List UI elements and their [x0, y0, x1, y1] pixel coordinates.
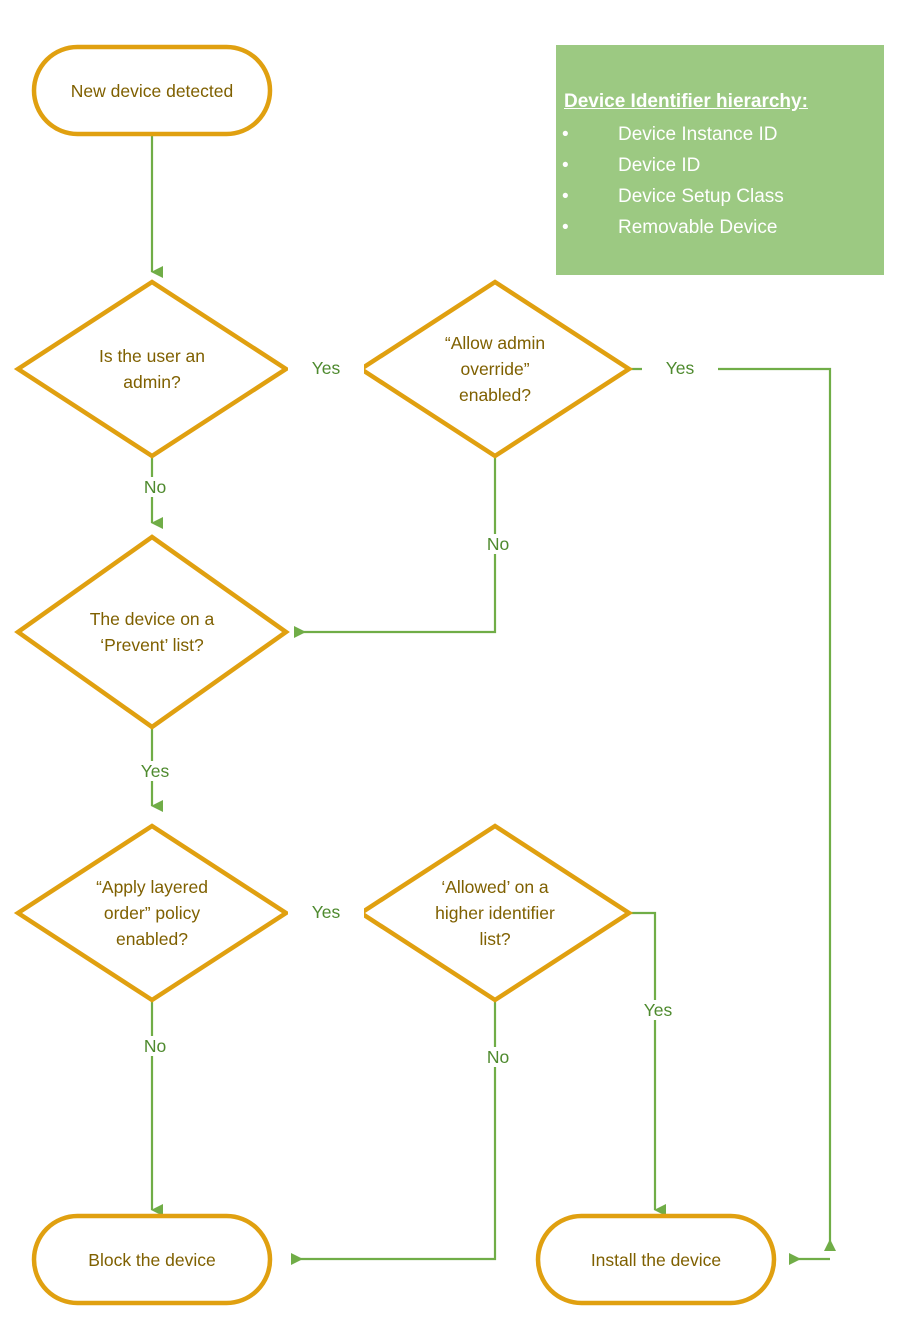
legend-item-label: Device ID [618, 155, 701, 176]
legend-item-label: Removable Device [618, 217, 778, 238]
edge-label-higher-no: No [465, 1047, 531, 1067]
edge-label-layered-yes: Yes [288, 902, 364, 922]
edge-label-layered-no: No [122, 1036, 188, 1056]
bullet-icon: • [562, 124, 569, 145]
legend-title: Device Identifier hierarchy: [564, 91, 808, 112]
edge-higher-no [291, 1000, 497, 1265]
legend-item-label: Device Instance ID [618, 124, 778, 145]
shape-layer [13, 44, 777, 1306]
edge-label-higher-yes: Yes [625, 1000, 691, 1020]
legend-list-item: • Removable Device [556, 212, 884, 243]
device-identifier-hierarchy-legend: Device Identifier hierarchy: • Device In… [556, 45, 884, 275]
edge-override-no [294, 456, 497, 638]
node-block-shape[interactable] [31, 1213, 273, 1306]
legend-list: • Device Instance ID • Device ID • Devic… [556, 119, 884, 243]
legend-list-item: • Device Instance ID [556, 119, 884, 150]
legend-item-label: Device Setup Class [618, 186, 784, 207]
edge-override-yes [628, 367, 836, 1251]
node-start-shape[interactable] [31, 44, 273, 137]
node-install-shape[interactable] [535, 1213, 777, 1306]
legend-list-item: • Device ID [556, 150, 884, 181]
edge-label-is-admin-yes: Yes [288, 358, 364, 378]
node-admin-override-shape[interactable] [356, 279, 634, 459]
bullet-icon: • [562, 155, 569, 176]
edge-label-override-no: No [465, 534, 531, 554]
edge-label-override-yes: Yes [642, 358, 718, 378]
edge-higher-yes [628, 911, 666, 1216]
node-is-admin-shape[interactable] [13, 279, 291, 459]
edge-label-is-admin-no: No [122, 477, 188, 497]
edge-label-prevent-yes: Yes [122, 761, 188, 781]
node-higher-identifier-shape[interactable] [356, 823, 634, 1003]
bullet-icon: • [562, 217, 569, 238]
legend-list-item: • Device Setup Class [556, 181, 884, 212]
node-prevent-list-shape[interactable] [14, 534, 290, 730]
bullet-icon: • [562, 186, 569, 207]
node-layered-order-shape[interactable] [13, 823, 291, 1003]
